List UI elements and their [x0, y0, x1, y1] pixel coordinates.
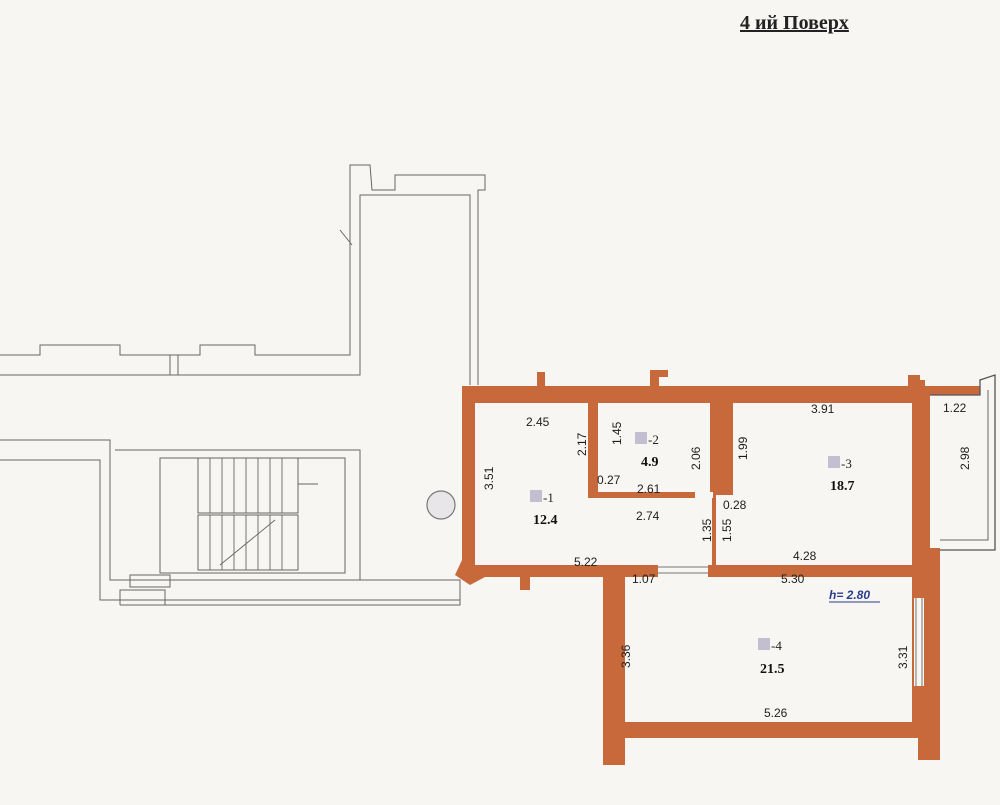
- balcony: [930, 374, 996, 551]
- dim-1-22: 1.22: [943, 401, 967, 415]
- dim-1-99: 1.99: [736, 436, 750, 460]
- dim-5-26: 5.26: [764, 706, 788, 720]
- dim-2-74: 2.74: [636, 509, 660, 523]
- adjacent-building-outline: [0, 164, 486, 606]
- room-4-badge: [758, 638, 770, 650]
- room-4-area: 21.5: [760, 662, 785, 677]
- dim-2-98: 2.98: [958, 446, 972, 470]
- room-3-area: 18.7: [830, 479, 855, 494]
- staircase: [129, 457, 346, 588]
- dim-0-28: 0.28: [723, 498, 747, 512]
- dim-3-51: 3.51: [482, 466, 496, 490]
- dimension-labels: 2.45 2.17 3.51 1.45 2.06 0.27 2.61 2.74 …: [482, 401, 972, 720]
- walls: [455, 370, 980, 765]
- dim-1-45: 1.45: [610, 421, 624, 445]
- room-2-area: 4.9: [641, 455, 659, 470]
- dim-0-27: 0.27: [597, 473, 621, 487]
- dim-1-55: 1.55: [720, 518, 734, 542]
- dim-3-36: 3.36: [619, 644, 633, 668]
- openings: [658, 492, 924, 686]
- room-1-badge: [530, 490, 542, 502]
- floor-title: 4 ий Поверх: [740, 12, 849, 34]
- dim-2-17: 2.17: [575, 432, 589, 456]
- dim-2-61: 2.61: [637, 482, 661, 496]
- room-1-area: 12.4: [533, 513, 558, 528]
- dim-5-30: 5.30: [781, 572, 805, 586]
- room-1-number: -1: [543, 490, 554, 505]
- room-2-badge: [635, 432, 647, 444]
- dim-5-22: 5.22: [574, 555, 598, 569]
- column: [426, 490, 456, 520]
- dim-3-91: 3.91: [811, 402, 835, 416]
- room-3-number: -3: [841, 456, 852, 471]
- room-4-number: -4: [771, 638, 782, 653]
- dim-1-35: 1.35: [700, 518, 714, 542]
- dim-2-45: 2.45: [526, 415, 550, 429]
- dim-4-28: 4.28: [793, 549, 817, 563]
- room-3-badge: [828, 456, 840, 468]
- dim-1-07: 1.07: [632, 572, 656, 586]
- dim-3-31: 3.31: [896, 645, 910, 669]
- room-2-number: -2: [648, 432, 659, 447]
- ceiling-height-label: h= 2.80: [829, 588, 870, 602]
- dim-2-06: 2.06: [689, 446, 703, 470]
